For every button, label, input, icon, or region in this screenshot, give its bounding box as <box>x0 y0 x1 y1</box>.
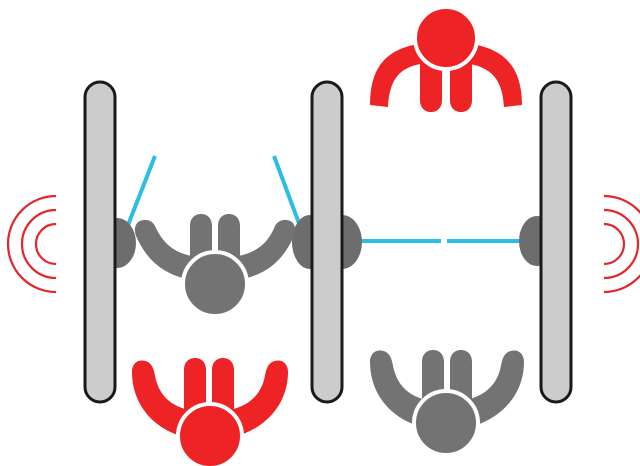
left-signal-arc-2 <box>20 208 57 280</box>
bottom-right-gray-person <box>370 350 524 457</box>
left-panel <box>83 80 117 404</box>
top-red-person-arms <box>370 42 522 107</box>
middle-panel <box>310 80 344 404</box>
bottom-right-gray-person-legs <box>422 350 472 402</box>
bottom-right-gray-person-head <box>412 389 480 457</box>
bottom-red-person-arms <box>132 360 288 440</box>
panels <box>83 80 573 404</box>
top-red-person-legs <box>420 58 472 112</box>
right-signal-arc-3 <box>603 194 640 294</box>
left-gray-person-arms <box>134 219 296 282</box>
bottom-red-person-head <box>176 402 244 466</box>
tether-lines <box>126 155 524 243</box>
left-gray-person <box>134 214 296 318</box>
top-red-person-head <box>413 5 479 71</box>
left-gray-person-legs <box>190 214 240 262</box>
left-signal-icon <box>6 194 57 294</box>
bottom-red-person <box>132 358 288 466</box>
right-signal-arc-2 <box>603 208 640 280</box>
left-signal-arc-3 <box>6 194 57 294</box>
left-tether-line <box>126 155 157 226</box>
top-red-person <box>370 5 522 112</box>
bottom-red-person-legs <box>184 358 234 412</box>
right-signal-icon <box>603 194 640 294</box>
right-signal-arc-1 <box>603 222 626 266</box>
bottom-right-gray-person-arms <box>370 350 524 430</box>
middle-tether-line <box>272 155 302 227</box>
left-gray-person-head <box>181 250 249 318</box>
right-panel <box>539 80 573 404</box>
left-signal-arc-1 <box>34 222 57 266</box>
